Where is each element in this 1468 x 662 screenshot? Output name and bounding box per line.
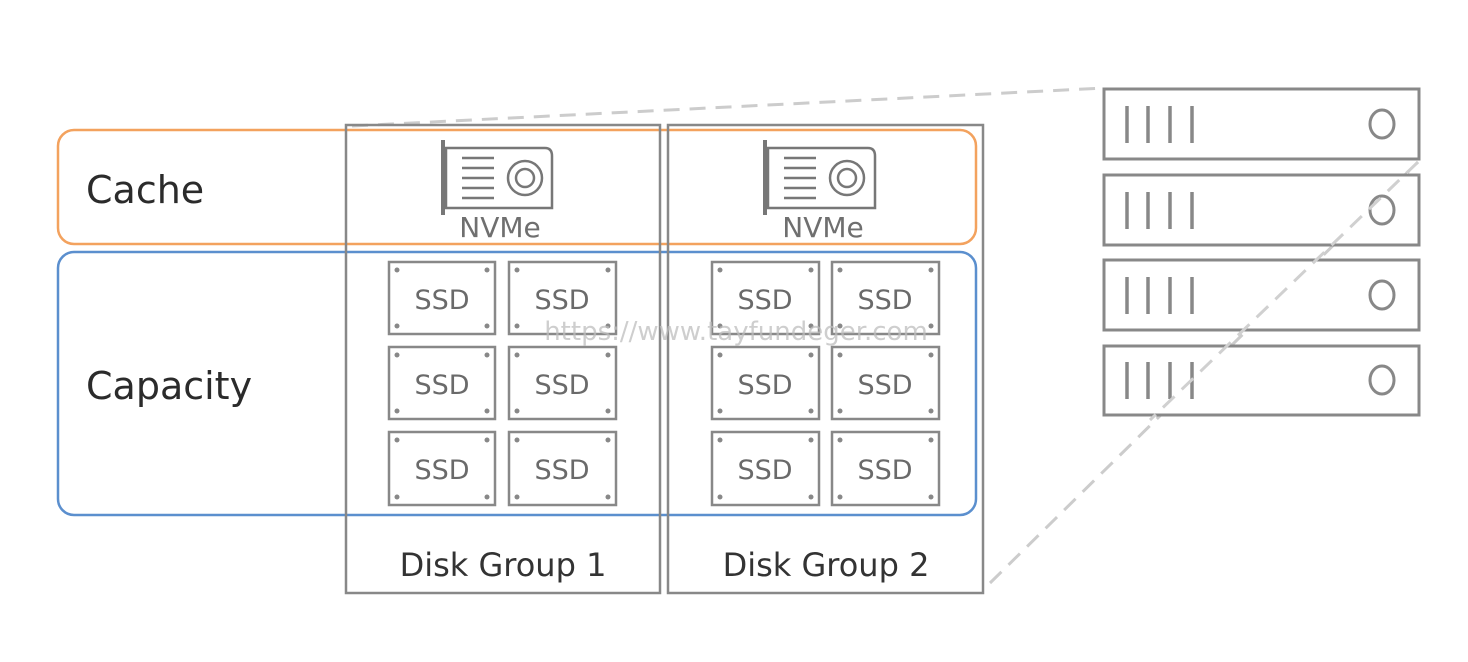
ssd-label: SSD bbox=[414, 285, 469, 316]
server-unit bbox=[1102, 173, 1421, 247]
ssd-label: SSD bbox=[534, 285, 589, 316]
ssd-label: SSD bbox=[857, 455, 912, 486]
ssd-drive: SSD bbox=[507, 345, 618, 421]
disk-group-1-frame bbox=[344, 123, 662, 595]
capacity-tier-label: Capacity bbox=[86, 364, 252, 408]
nvme-card-icon bbox=[763, 140, 877, 215]
ssd-drive: SSD bbox=[830, 345, 941, 421]
ssd-drive: SSD bbox=[387, 345, 497, 421]
disk-group-2-frame bbox=[666, 123, 985, 595]
ssd-label: SSD bbox=[534, 370, 589, 401]
disk-group-1-label: Disk Group 1 bbox=[400, 546, 607, 584]
watermark-text: https://www.tayfundeger.com bbox=[544, 317, 928, 347]
ssd-drive: SSD bbox=[830, 260, 941, 336]
server-unit bbox=[1102, 87, 1421, 161]
capacity-tier-band bbox=[56, 250, 978, 517]
cache-tier-label: Cache bbox=[86, 168, 204, 212]
server-unit bbox=[1102, 258, 1421, 332]
ssd-drive: SSD bbox=[710, 345, 821, 421]
ssd-label: SSD bbox=[414, 455, 469, 486]
disk-group-2-label: Disk Group 2 bbox=[723, 546, 930, 584]
ssd-label: SSD bbox=[857, 370, 912, 401]
nvme-label: NVMe bbox=[459, 211, 540, 244]
ssd-drive: SSD bbox=[387, 260, 497, 336]
ssd-label: SSD bbox=[737, 370, 792, 401]
cache-tier-band bbox=[56, 128, 978, 246]
connector-line-overlay bbox=[1148, 160, 1420, 422]
ssd-drive: SSD bbox=[710, 260, 821, 336]
ssd-drive: SSD bbox=[507, 260, 618, 336]
ssd-drive: SSD bbox=[387, 430, 497, 507]
ssd-label: SSD bbox=[414, 370, 469, 401]
ssd-label: SSD bbox=[737, 285, 792, 316]
ssd-drive: SSD bbox=[830, 430, 941, 507]
connector-line-top bbox=[351, 86, 1105, 128]
ssd-label: SSD bbox=[737, 455, 792, 486]
server-icon bbox=[1102, 87, 1421, 417]
ssd-drive: SSD bbox=[507, 430, 618, 507]
ssd-drive: SSD bbox=[710, 430, 821, 507]
server-unit bbox=[1102, 344, 1421, 417]
disk-group-1: NVMe SSD SSD SSD bbox=[344, 123, 662, 595]
ssd-label: SSD bbox=[534, 455, 589, 486]
nvme-label: NVMe bbox=[782, 211, 863, 244]
disk-group-2: NVMe SSD SSD SSD bbox=[666, 123, 985, 595]
nvme-card-icon bbox=[441, 140, 554, 215]
ssd-label: SSD bbox=[857, 285, 912, 316]
